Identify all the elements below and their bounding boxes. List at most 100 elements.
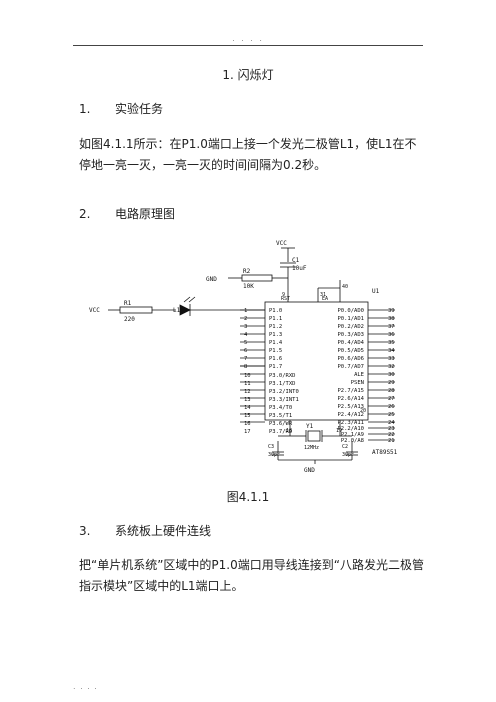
left-pin-name: P1.7 bbox=[269, 364, 282, 370]
gnd-left-label: GND bbox=[206, 276, 217, 283]
left-pin-number: 2 bbox=[244, 316, 247, 322]
right-pin-number: 28 bbox=[388, 388, 395, 394]
left-pin-number: 8 bbox=[244, 364, 247, 370]
c1-value: 10uF bbox=[292, 265, 307, 272]
left-pin-number: 6 bbox=[244, 348, 247, 354]
c2-value: 30pF bbox=[342, 452, 354, 458]
left-pin-name: P1.3 bbox=[269, 332, 282, 338]
section-label: 实验任务 bbox=[115, 102, 164, 116]
right-pin-name: P2.1/A9 bbox=[341, 432, 364, 438]
section-heading-2: 2. 电路原理图 bbox=[79, 205, 175, 222]
right-pin-number: 29 bbox=[388, 380, 395, 386]
left-pin-number: 16 bbox=[244, 421, 251, 427]
right-pin-number: 25 bbox=[388, 412, 395, 418]
left-pin-name: P1.2 bbox=[269, 324, 282, 330]
right-pin-number: 21 bbox=[388, 438, 395, 444]
right-pin-number: 23 bbox=[388, 426, 395, 432]
left-pin-number: 1 bbox=[244, 308, 247, 314]
pin31-label: 31 bbox=[320, 292, 326, 298]
left-pin-name: P3.3/INT1 bbox=[269, 397, 299, 403]
right-pin-name: P0.2/AD2 bbox=[338, 324, 365, 330]
right-pin-number: 38 bbox=[388, 316, 395, 322]
c3-label: C3 bbox=[268, 444, 274, 450]
left-pin-name: P1.5 bbox=[269, 348, 282, 354]
section-number: 2. bbox=[79, 207, 91, 221]
right-pin-name: P2.6/A14 bbox=[338, 396, 365, 402]
left-pin-name: P3.7/RD bbox=[269, 429, 292, 435]
right-pin-number: 39 bbox=[388, 308, 395, 314]
left-pin-name: P3.1/TXD bbox=[269, 381, 296, 387]
left-pin-stubs bbox=[240, 309, 265, 423]
section-heading-1: 1. 实验任务 bbox=[79, 100, 163, 117]
header-dots: . . . . bbox=[232, 34, 264, 43]
y1-label: Y1 bbox=[306, 423, 314, 430]
right-pin-name: P2.0/A8 bbox=[341, 438, 364, 444]
right-pin-name: P2.7/A15 bbox=[338, 388, 365, 394]
pin9-label: 9 bbox=[282, 292, 285, 298]
paragraph-wiring: 把“单片机系统”区域中的P1.0端口用导线连接到“八路发光二极管指示模块”区域中… bbox=[79, 558, 424, 593]
left-pin-name: P3.6/WR bbox=[269, 421, 293, 427]
paragraph-task: 如图4.1.1所示：在P1.0端口上接一个发光二极管L1，使L1在不停地一亮一灭… bbox=[79, 137, 417, 172]
r2-value: 10K bbox=[243, 283, 254, 290]
section-heading-3: 3.系统板上硬件连线 bbox=[79, 522, 211, 539]
left-pin-name: P1.0 bbox=[269, 308, 282, 314]
right-pin-name: P0.1/AD1 bbox=[338, 316, 365, 322]
right-pin-number: 35 bbox=[388, 340, 395, 346]
right-pin-name: P0.0/AD0 bbox=[338, 308, 365, 314]
c1-label: C1 bbox=[292, 257, 300, 264]
right-pin-name: P2.2/A10 bbox=[338, 426, 365, 432]
vcc-left-label: VCC bbox=[89, 307, 100, 314]
figure-caption: 图4.1.1 bbox=[226, 490, 270, 504]
header-rule bbox=[73, 45, 423, 46]
c2-label: C2 bbox=[342, 444, 348, 450]
section-number: 3. bbox=[79, 524, 91, 538]
right-pin-number: 34 bbox=[388, 348, 395, 354]
right-pin-name: PSEN bbox=[351, 380, 364, 386]
left-pin-name: P3.4/T0 bbox=[269, 405, 292, 411]
footer-dots: . . . . bbox=[73, 682, 98, 691]
l1-label: L1 bbox=[173, 307, 181, 314]
chip-body bbox=[264, 301, 369, 421]
right-pin-name: P2.5/A13 bbox=[338, 404, 365, 410]
left-pin-name: P3.0/RXD bbox=[269, 373, 296, 379]
vcc-top-label: VCC bbox=[276, 240, 287, 247]
pin18-label: 18 bbox=[286, 428, 292, 434]
r1-label: R1 bbox=[124, 300, 132, 307]
ea-label: EA bbox=[322, 296, 328, 302]
right-pin-name: P2.3/A11 bbox=[338, 420, 365, 426]
left-pin-name: P1.1 bbox=[269, 316, 282, 322]
left-pin-number: 10 bbox=[244, 373, 251, 379]
right-pin-name: P0.3/AD3 bbox=[338, 332, 365, 338]
right-pin-number: 32 bbox=[388, 364, 395, 370]
pin19-label: 19 bbox=[336, 428, 342, 434]
chip-part-label: AT89S51 bbox=[372, 449, 398, 456]
section-number: 1. bbox=[79, 102, 91, 116]
right-pin-name: P0.5/AD5 bbox=[338, 348, 365, 354]
left-pin-number: 13 bbox=[244, 397, 251, 403]
left-pin-number: 17 bbox=[244, 429, 251, 435]
left-pin-number: 3 bbox=[244, 324, 247, 330]
left-pin-number: 7 bbox=[244, 356, 247, 362]
pin20-label: 20 bbox=[360, 408, 366, 414]
left-pin-number: 15 bbox=[244, 413, 251, 419]
left-pin-name: P3.5/T1 bbox=[269, 413, 292, 419]
left-pin-name: P1.6 bbox=[269, 356, 282, 362]
right-pin-name: P2.4/A12 bbox=[338, 412, 365, 418]
right-pin-number: 37 bbox=[388, 324, 395, 330]
right-pin-number: 30 bbox=[388, 372, 395, 378]
right-pin-name: P0.7/AD7 bbox=[338, 364, 365, 370]
left-pin-name: P1.4 bbox=[269, 340, 283, 346]
right-pin-number: 33 bbox=[388, 356, 395, 362]
right-pin-stubs bbox=[368, 309, 395, 441]
right-pin-name: P0.6/AD6 bbox=[338, 356, 365, 362]
left-pin-number: 14 bbox=[244, 405, 251, 411]
left-pin-number: 12 bbox=[244, 389, 251, 395]
c3-value: 30pF bbox=[268, 452, 280, 458]
right-pin-name: P0.4/AD4 bbox=[338, 340, 365, 346]
r1-value: 220 bbox=[124, 316, 135, 323]
crystal-freq-label: 12MHz bbox=[304, 445, 319, 451]
right-pin-number: 24 bbox=[388, 420, 395, 426]
section-label: 电路原理图 bbox=[115, 207, 176, 221]
gnd-bottom-label: GND bbox=[304, 467, 315, 474]
